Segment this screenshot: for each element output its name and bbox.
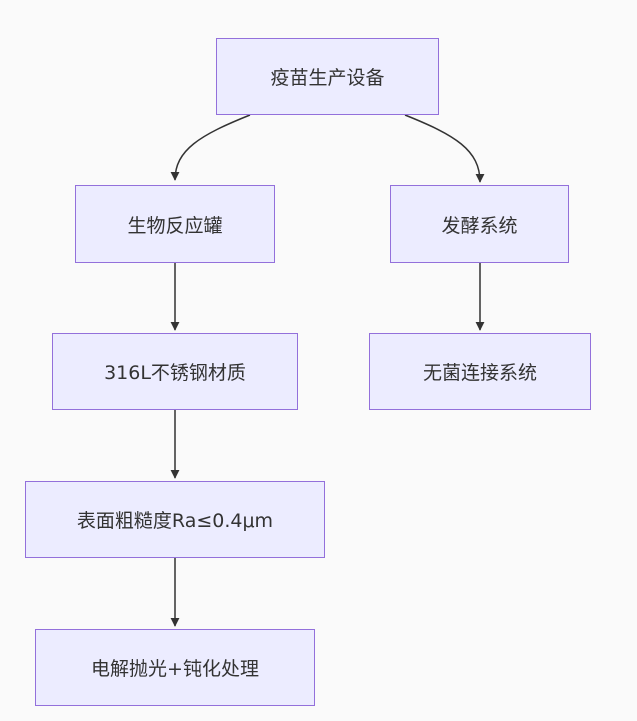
node-surface-roughness: 表面粗糙度Ra≤0.4μm xyxy=(25,481,325,558)
node-electropolish-passivation: 电解抛光+钝化处理 xyxy=(35,629,315,706)
edge-root-bioreactor xyxy=(170,114,251,181)
edge-root-fermentation xyxy=(404,114,485,183)
node-vaccine-production-equipment: 疫苗生产设备 xyxy=(216,38,439,115)
node-aseptic-connection-system: 无菌连接系统 xyxy=(369,333,591,410)
node-316l-stainless-steel: 316L不锈钢材质 xyxy=(52,333,298,410)
node-fermentation-system: 发酵系统 xyxy=(390,185,569,263)
node-bioreactor: 生物反应罐 xyxy=(75,185,275,263)
